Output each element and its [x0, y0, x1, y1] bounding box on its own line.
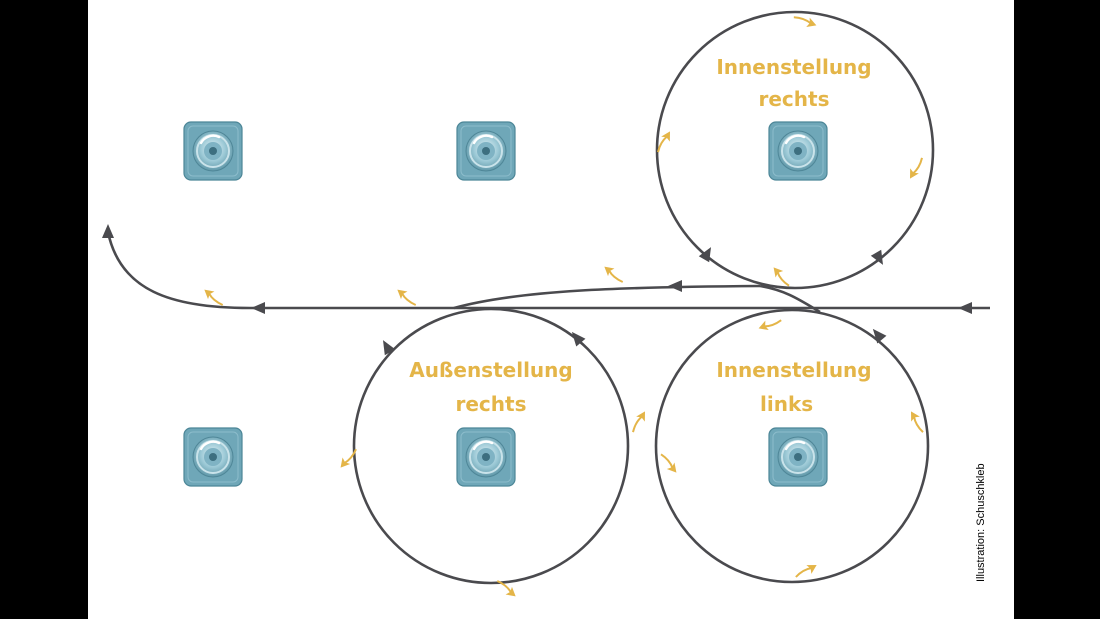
label-inner-left-line2: links [760, 392, 813, 416]
direction-arrowhead [571, 331, 586, 347]
hoof-arrow [793, 16, 817, 28]
hoof-arrow [657, 131, 670, 153]
hoof-arrow [911, 411, 924, 433]
label-inner-right-line1: Innenstellung [716, 55, 871, 79]
direction-arrows [102, 224, 972, 356]
label-outer-right-line1: Außenstellung [409, 358, 572, 382]
label-outer-right-line2: rechts [456, 392, 527, 416]
hoof-arrow [204, 289, 224, 306]
cone-icon [456, 121, 516, 181]
hoof-arrow [758, 319, 782, 331]
hoof-arrow [773, 267, 790, 287]
label-inner-right-line2: rechts [759, 87, 830, 111]
main-track [106, 231, 990, 314]
riding-circles [352, 10, 935, 585]
direction-arrowhead [668, 280, 682, 292]
hoof-arrow [660, 453, 677, 473]
crossing-curve [453, 284, 761, 310]
cone-icon [768, 427, 828, 487]
direction-arrowhead [872, 328, 887, 344]
direction-arrowhead [958, 302, 972, 314]
hoof-arrow [397, 289, 417, 306]
hoof-arrow [340, 448, 357, 468]
hoof-arrow [604, 266, 624, 283]
direction-arrowhead [251, 302, 265, 314]
direction-arrowhead [870, 249, 883, 265]
circle-inner-left [654, 308, 930, 584]
crossing-curve-end [759, 284, 821, 314]
cone-icon [183, 427, 243, 487]
hoof-arrow [910, 157, 923, 179]
direction-arrowhead [698, 247, 711, 263]
cone-icon [183, 121, 243, 181]
direction-arrowhead [383, 340, 396, 356]
hoof-direction-arrows [204, 16, 924, 597]
hoof-arrow [632, 411, 645, 433]
illustration-credit: Illustration: Schuschkleb [975, 463, 987, 582]
cone-icon [768, 121, 828, 181]
hoof-arrow [795, 565, 817, 578]
label-inner-left-line1: Innenstellung [716, 358, 871, 382]
white-panel [88, 0, 1014, 619]
hoof-arrow [496, 580, 516, 597]
direction-arrowhead [102, 224, 114, 238]
cones [183, 121, 828, 487]
circle-inner-right [655, 10, 935, 290]
exit-curve [106, 231, 251, 310]
cone-icon [456, 427, 516, 487]
